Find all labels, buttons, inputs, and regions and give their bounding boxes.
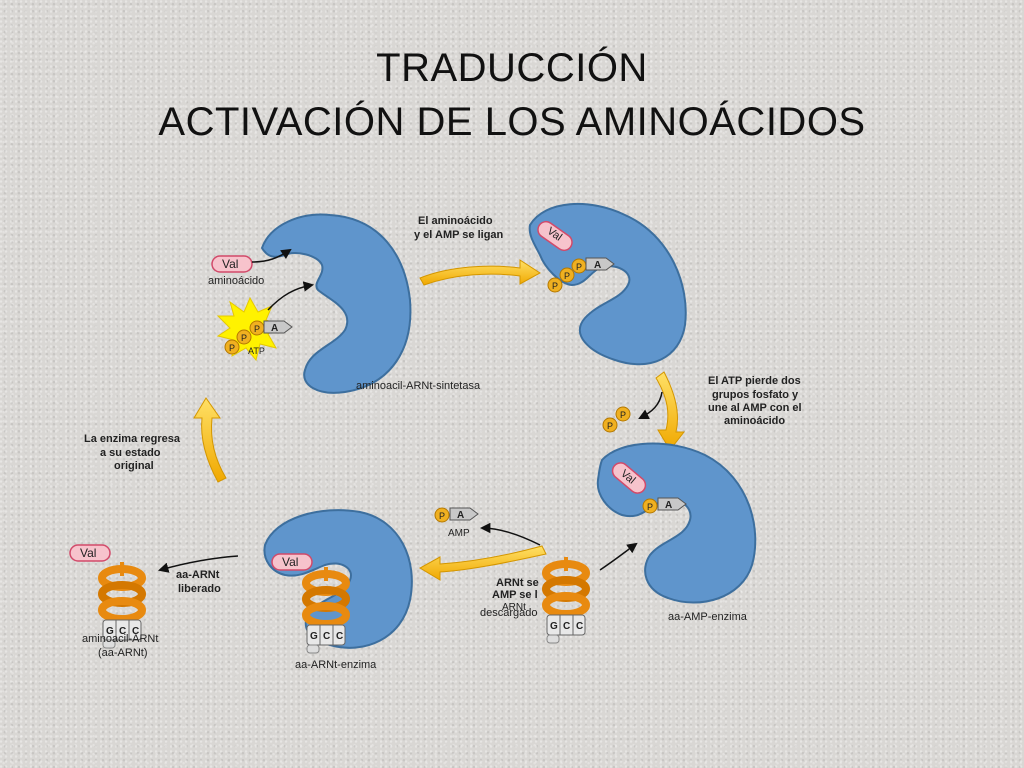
released-aa-trna: G C C — [102, 562, 142, 648]
arnt-se-3: ARNt — [502, 602, 526, 613]
anticodon-c: C — [119, 626, 126, 637]
pyrophosphate: P P — [602, 406, 631, 433]
ligan-text-1: El aminoácido — [418, 215, 493, 227]
free-amp: P A — [434, 507, 479, 523]
liberado-1: aa-ARNt — [176, 569, 220, 581]
regresa-text-2: a su estado — [100, 447, 161, 459]
title-line-1: TRADUCCIÓN — [376, 46, 648, 90]
phosphate-label: P — [241, 333, 247, 343]
aa-arnt-label: (aa-ARNt) — [98, 647, 148, 659]
phosphate-label: P — [229, 343, 235, 353]
liberado-2: liberado — [178, 583, 221, 595]
black-arrow-val — [251, 248, 292, 263]
aminoacil-arnt-label: aminoacil-ARNt — [82, 633, 158, 645]
amp-bound: P A — [642, 497, 687, 514]
aminoacido-label: aminoácido — [208, 275, 264, 287]
black-arrow-release — [157, 555, 239, 573]
uncharged-trna: G C C — [546, 557, 586, 643]
val-pill-released: Val — [69, 544, 111, 562]
atp-molecule: P P P A — [224, 320, 293, 355]
anticodon-g: G — [310, 631, 318, 642]
arnt-se-1: ARNt se — [496, 577, 539, 589]
sintetasa-label: aminoacil-ARNt-sintetasa — [356, 380, 481, 392]
phosphate-label: P — [607, 421, 613, 431]
black-arrow-trna — [599, 542, 638, 571]
anticodon-c: C — [336, 631, 343, 642]
adenosine-label: A — [271, 323, 278, 334]
val-text: Val — [282, 555, 298, 569]
free-enzyme — [260, 213, 412, 394]
phosphate-label: P — [552, 281, 558, 291]
atp-bound: P P P A — [547, 257, 615, 293]
regresa-text-1: La enzima regresa — [84, 433, 181, 445]
cycle-arrow-bottom — [418, 545, 547, 581]
val-pill-top-left: Val — [211, 255, 253, 273]
phosphate-label: P — [647, 502, 653, 512]
amp-label: AMP — [448, 528, 470, 539]
pierde-text-1: El ATP pierde dos — [708, 375, 801, 387]
atp-label: ATP — [248, 346, 265, 356]
cycle-arrow-left — [193, 397, 227, 483]
anticodon-c: C — [323, 631, 330, 642]
aa-arnt-enzima-label: aa-ARNt-enzima — [295, 659, 377, 671]
arnt-se-2: AMP se l — [492, 589, 538, 601]
black-arrow-atp — [267, 281, 315, 311]
pierde-text-3: une al AMP con el — [708, 402, 802, 414]
phosphate-label: P — [564, 271, 570, 281]
title-line-2: ACTIVACIÓN DE LOS AMINOÁCIDOS — [158, 100, 866, 144]
black-arrow-amp — [479, 522, 541, 546]
val-text: Val — [80, 546, 96, 560]
val-text: Val — [222, 257, 238, 271]
ligan-text-2: y el AMP se ligan — [414, 229, 504, 241]
val-pill-aa-amp: Val — [611, 462, 647, 494]
adenosine-label: A — [594, 260, 601, 271]
phosphate-label: P — [576, 262, 582, 272]
val-pill-aa-arnt: Val — [271, 553, 313, 571]
adenosine-label: A — [665, 500, 672, 511]
pierde-text-2: grupos fosfato y — [712, 389, 799, 401]
adenosine-label: A — [457, 510, 464, 521]
pierde-text-4: aminoácido — [724, 415, 785, 427]
black-arrow-pp — [638, 391, 663, 419]
anticodon-c: C — [576, 621, 583, 632]
phosphate-label: P — [254, 324, 260, 334]
charged-trna-in-enzyme: G C C — [306, 567, 346, 653]
regresa-text-3: original — [114, 460, 154, 472]
cycle-arrow-top — [419, 259, 541, 286]
cycle-arrow-right — [655, 371, 686, 451]
descargado-label: descargado — [480, 607, 538, 619]
anticodon-c: C — [132, 626, 139, 637]
anticodon-g: G — [550, 621, 558, 632]
anticodon-g: G — [106, 626, 114, 637]
phosphate-label: P — [439, 511, 445, 521]
val-pill-top-right: Val — [537, 220, 573, 252]
anticodon-c: C — [563, 621, 570, 632]
phosphate-label: P — [620, 410, 626, 420]
aa-amp-enzima-label: aa-AMP-enzima — [668, 611, 748, 623]
